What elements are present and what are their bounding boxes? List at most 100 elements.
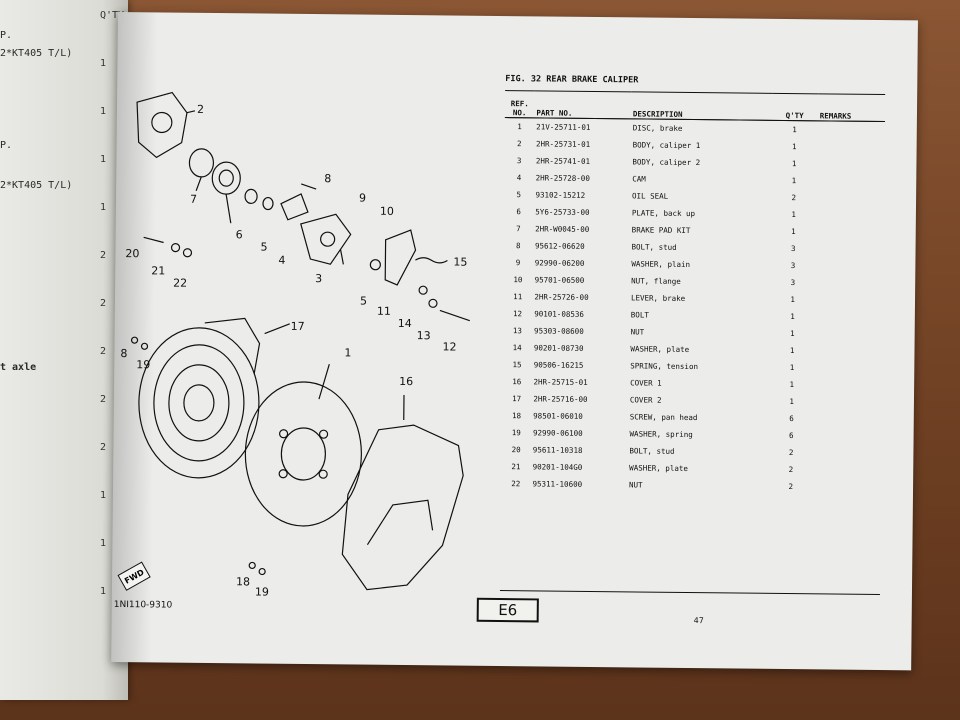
cell-ref: 13 <box>512 326 522 336</box>
parts-table: REF. NO. PART NO. DESCRIPTION Q'TY REMAR… <box>501 90 886 496</box>
cell-remarks <box>817 155 884 173</box>
figure-code: 1NI110-9310 <box>113 599 173 611</box>
cell-description: CAM <box>632 174 646 184</box>
cell-remarks <box>815 359 882 377</box>
cell-description: NUT, flange <box>631 276 681 286</box>
left-page-mark: 1 <box>100 154 107 165</box>
cell-remarks <box>814 410 881 428</box>
cell-remarks <box>816 291 883 309</box>
cell-remarks <box>815 376 882 394</box>
cell-part-no: 95611-10318 <box>532 445 583 455</box>
cell-qty: 1 <box>791 210 796 220</box>
cell-description: COVER 1 <box>630 378 662 388</box>
cell-description: BODY, caliper 1 <box>632 140 701 151</box>
cell-qty: 1 <box>790 295 796 305</box>
cell-qty: 1 <box>790 329 795 339</box>
cell-description: NUT <box>630 327 645 337</box>
cell-remarks <box>816 257 883 275</box>
cell-qty: 6 <box>789 414 794 424</box>
callout-10: 10 <box>380 205 394 218</box>
cell-description: OIL SEAL <box>632 191 669 201</box>
callout-11: 11 <box>377 305 391 318</box>
cell-part-no: 2HR-25716-00 <box>533 394 588 404</box>
cell-qty: 2 <box>788 465 794 475</box>
cell-part-no: 2HR-W0045-00 <box>535 224 590 234</box>
cell-part-no: 95311-10600 <box>532 479 583 489</box>
left-page-mark: 1 <box>100 106 107 117</box>
cell-remarks <box>815 393 882 411</box>
callout-18: 18 <box>236 575 250 588</box>
cell-ref: 14 <box>512 343 522 353</box>
parts-table-header: REF. NO. PART NO. DESCRIPTION Q'TY REMAR… <box>504 90 886 122</box>
cell-qty: 1 <box>792 142 797 152</box>
callout-14: 14 <box>398 317 412 330</box>
header-description: DESCRIPTION <box>630 91 772 121</box>
cell-ref: 3 <box>516 156 522 166</box>
cell-description: WASHER, plain <box>631 259 691 270</box>
cell-ref: 16 <box>512 377 522 387</box>
exploded-diagram: 2 7 6 5 4 8 9 10 3 20 21 22 15 5 11 14 1… <box>112 72 498 636</box>
cell-description: WASHER, plate <box>629 463 688 473</box>
left-page-mark: 1 <box>100 58 107 69</box>
diagram-callouts: 2 7 6 5 4 8 9 10 3 20 21 22 15 5 11 14 1… <box>120 103 467 599</box>
callout-19b: 19 <box>255 585 269 598</box>
cell-ref: 6 <box>516 207 521 217</box>
callout-6: 6 <box>236 228 243 241</box>
cell-description: BOLT, stud <box>631 242 677 252</box>
callout-8b: 8 <box>120 347 127 360</box>
cell-part-no: 21V-25711-01 <box>536 122 591 132</box>
cell-description: PLATE, back up <box>631 208 696 219</box>
cell-ref: 4 <box>516 173 522 183</box>
cell-remarks <box>818 121 885 139</box>
left-page-mark: 2 <box>100 442 107 453</box>
cell-remarks <box>816 274 883 292</box>
callout-7: 7 <box>190 193 197 206</box>
cell-qty: 1 <box>789 363 795 373</box>
cell-qty: 1 <box>791 227 796 237</box>
cell-ref: 2 <box>517 139 522 149</box>
header-remarks: REMARKS <box>817 93 886 122</box>
cell-ref: 8 <box>515 241 521 251</box>
cell-description: NUT <box>628 480 643 490</box>
cell-qty: 2 <box>791 193 797 203</box>
cell-remarks <box>817 138 884 156</box>
cell-remarks <box>815 342 882 360</box>
callout-17: 17 <box>291 320 305 333</box>
left-page-text: 2*KT405 T/L) <box>0 180 73 191</box>
cell-part-no: 2HR-25731-01 <box>535 139 591 149</box>
cell-remarks <box>814 478 881 496</box>
left-page-mark: 2 <box>100 394 107 405</box>
cell-ref: 12 <box>512 309 523 319</box>
cell-remarks <box>816 223 883 241</box>
cell-description: LEVER, brake <box>630 293 686 303</box>
cell-ref: 21 <box>511 462 521 472</box>
cell-part-no: 5Y6-25733-00 <box>535 207 590 217</box>
callout-22: 22 <box>173 277 187 290</box>
cell-qty: 3 <box>790 278 796 288</box>
callout-1: 1 <box>344 346 351 359</box>
cell-description: WASHER, plate <box>630 344 690 354</box>
cell-ref: 5 <box>516 190 522 200</box>
cell-remarks <box>814 461 881 479</box>
cell-ref: 17 <box>512 394 522 404</box>
exploded-diagram-svg: 2 7 6 5 4 8 9 10 3 20 21 22 15 5 11 14 1… <box>120 91 470 599</box>
cell-ref: 20 <box>511 445 521 455</box>
cell-ref: 22 <box>511 479 521 489</box>
cell-remarks <box>814 427 881 445</box>
cell-description: BODY, caliper 2 <box>632 157 701 168</box>
cell-ref: 7 <box>516 224 521 234</box>
cell-description: BRAKE PAD KIT <box>631 225 691 236</box>
cell-part-no: 90101-08536 <box>534 309 584 319</box>
cell-part-no: 2HR-25741-01 <box>535 156 591 166</box>
manual-page: 2 7 6 5 4 8 9 10 3 20 21 22 15 5 11 14 1… <box>111 12 918 671</box>
cell-ref: 11 <box>513 292 523 302</box>
cell-remarks <box>816 308 883 326</box>
callout-5: 5 <box>260 241 267 254</box>
cell-part-no: 90506-16215 <box>533 360 584 370</box>
callout-8: 8 <box>324 172 331 185</box>
callout-5b: 5 <box>360 295 367 308</box>
cell-remarks <box>817 172 884 190</box>
cell-qty: 1 <box>789 346 795 356</box>
